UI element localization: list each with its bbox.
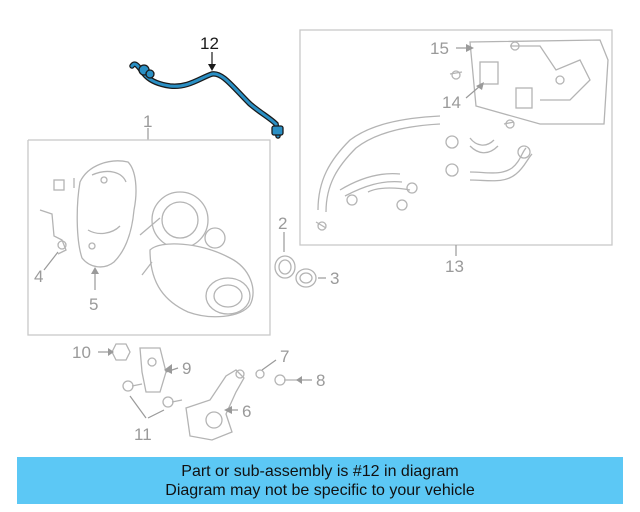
part-13-coolant-hoses[interactable] [315, 115, 533, 231]
banner-line-part: Part or sub-assembly is #12 in diagram [181, 462, 459, 480]
part-15-bracket[interactable] [456, 39, 609, 125]
callout-3: 3 [330, 269, 339, 288]
part-4-bracket[interactable] [39, 209, 67, 271]
part-5-heat-shield[interactable] [76, 160, 137, 290]
part-10-nut[interactable] [98, 343, 131, 361]
part-6-mount-bracket[interactable] [185, 369, 245, 441]
callout-5: 5 [89, 295, 98, 314]
part-14-sensor[interactable] [465, 61, 533, 109]
callout-14: 14 [442, 93, 461, 112]
info-banner: Part or sub-assembly is #12 in diagram D… [17, 457, 623, 504]
callout-12: 12 [200, 34, 219, 53]
banner-line-disclaimer: Diagram may not be specific to your vehi… [165, 481, 475, 499]
callout-4: 4 [34, 267, 43, 286]
callout-13: 13 [445, 257, 464, 276]
callout-9: 9 [182, 359, 191, 378]
callout-15: 15 [430, 39, 449, 58]
part-12-oil-feed-pipe[interactable] [129, 52, 284, 139]
part-8-bolt[interactable] [274, 374, 312, 386]
callout-8: 8 [316, 371, 325, 390]
callout-11: 11 [134, 425, 152, 444]
part-2-clamp[interactable] [274, 232, 296, 279]
callout-10: 10 [72, 343, 91, 362]
bolt-top-left [53, 178, 75, 191]
part-11-bolts[interactable] [122, 380, 183, 419]
bolts-right-box [449, 70, 515, 129]
part-1-group-box [27, 128, 271, 336]
callout-2: 2 [278, 214, 287, 233]
part-7-bolt[interactable] [255, 359, 277, 379]
turbocharger-body [139, 191, 254, 318]
callout-1: 1 [143, 112, 152, 131]
callout-6: 6 [242, 402, 251, 421]
part-3-gasket[interactable] [295, 268, 326, 288]
part-9-bracket[interactable] [139, 347, 179, 393]
parts-diagram: 1 2 3 4 5 6 7 8 9 10 11 12 13 14 15 [27, 29, 613, 444]
part-13-group-box [299, 29, 613, 256]
callout-7: 7 [280, 347, 289, 366]
